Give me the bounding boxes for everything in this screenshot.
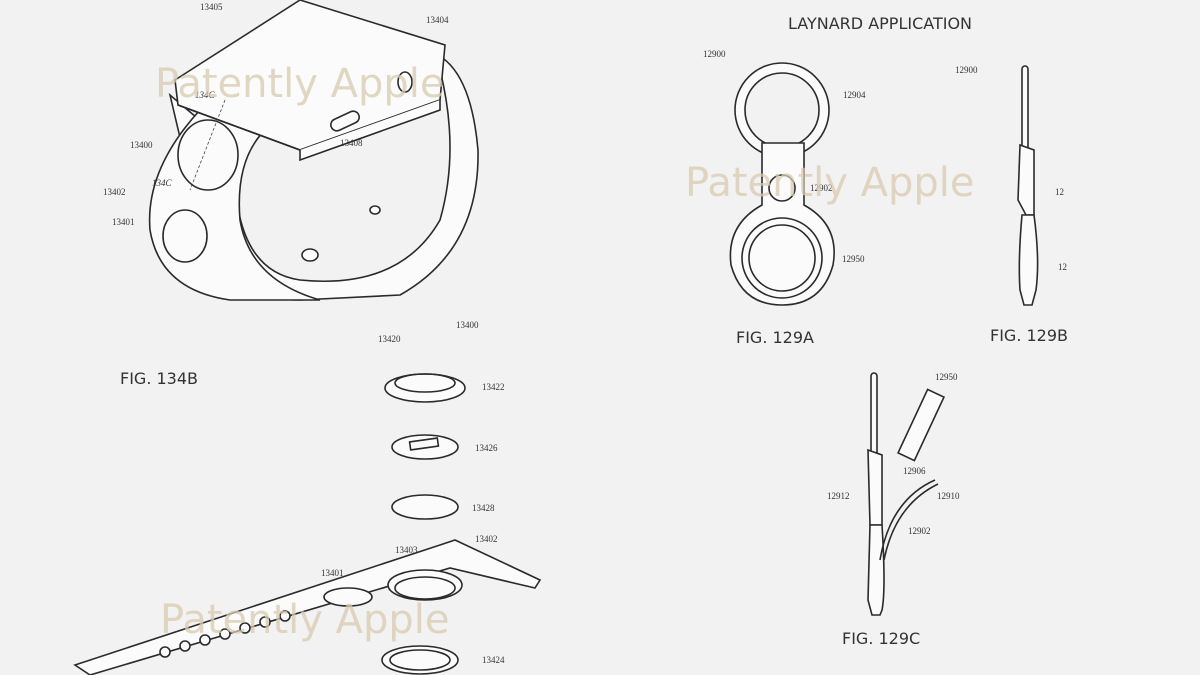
keyring-side-drawing	[1017, 65, 1039, 306]
fig-129b-caption: FIG. 129B	[990, 326, 1068, 345]
ref-label: 13402	[475, 534, 498, 544]
ref-label: 13424	[482, 655, 505, 665]
ref-label: 12902	[810, 183, 833, 193]
watermark: Patently Apple	[160, 597, 450, 643]
watermark: Patently Apple	[155, 61, 445, 107]
ref-label: 12902	[908, 526, 931, 536]
ref-label: 134C	[195, 90, 216, 100]
ref-label: 13426	[475, 443, 498, 453]
fig-129c-caption: FIG. 129C	[842, 629, 920, 648]
band-holes	[159, 610, 291, 658]
ref-label: 12	[1058, 262, 1067, 272]
fig134b-ref-labels: 13405 13404 134C 134C 13400 13402 13401 …	[103, 2, 449, 227]
ref-label: 13401	[112, 217, 135, 227]
keyring-front-drawing	[729, 62, 835, 306]
sheet-title: LAYNARD APPLICATION	[788, 14, 972, 33]
exploded-ref-labels: 13420 13400 13422 13426 13428 13403 1340…	[321, 320, 505, 665]
fig-129a-caption: FIG. 129A	[736, 328, 814, 347]
ref-label: 134C	[152, 178, 173, 188]
ref-label: 13408	[340, 138, 363, 148]
watch-drawing	[148, 0, 479, 301]
ref-label: 13402	[103, 187, 126, 197]
ref-label: 12910	[937, 491, 960, 501]
ref-label: 13422	[482, 382, 505, 392]
ref-label: 12950	[842, 254, 865, 264]
ref-label: 12904	[843, 90, 866, 100]
fig129c-ref-labels: 12950 12906 12912 12910 12902	[827, 372, 960, 536]
ref-label: 13401	[321, 568, 344, 578]
ref-label: 12912	[827, 491, 850, 501]
ref-label: 13428	[472, 503, 495, 513]
ref-label: 12	[1055, 187, 1064, 197]
ref-label: 12900	[955, 65, 978, 75]
watermark: Patently Apple	[685, 160, 975, 206]
ref-label: 13405	[200, 2, 223, 12]
fig-134b-caption: FIG. 134B	[120, 369, 198, 388]
ref-label: 13400	[456, 320, 479, 330]
ref-label: 12900	[703, 49, 726, 59]
ref-label: 12906	[903, 466, 926, 476]
fig129b-ref-labels: 12900 12 12	[955, 65, 1067, 272]
fig129a-ref-labels: 12900 12904 12902 12950	[703, 49, 866, 264]
keyring-exploded-drawing	[867, 372, 946, 616]
exploded-sensor-drawing	[73, 373, 542, 675]
ref-label: 12950	[935, 372, 958, 382]
ref-label: 13420	[378, 334, 401, 344]
ref-label: 13403	[395, 545, 418, 555]
ref-label: 13404	[426, 15, 449, 25]
ref-label: 13400	[130, 140, 153, 150]
